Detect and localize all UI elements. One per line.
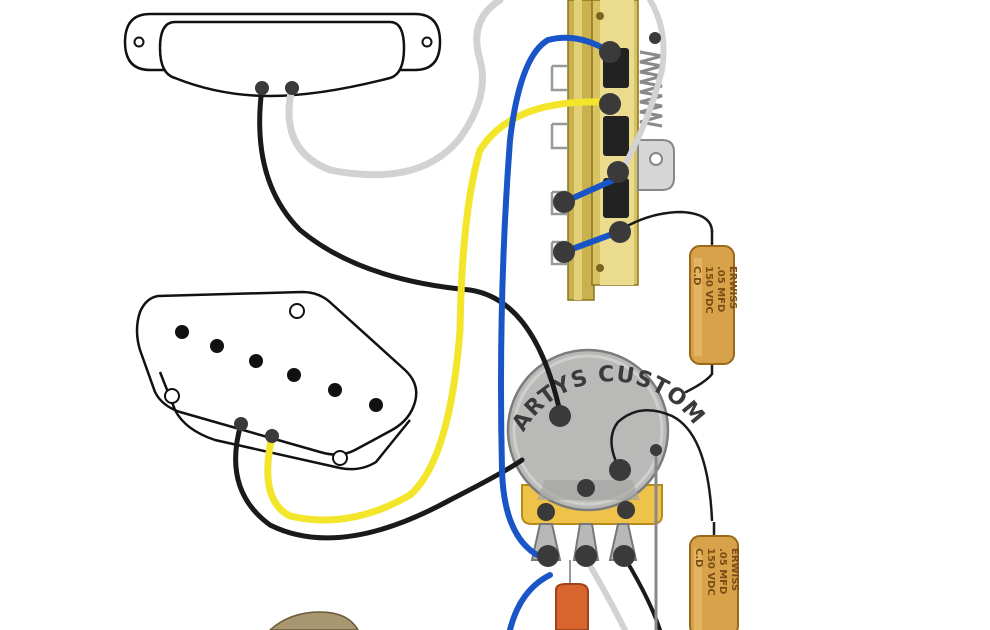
solder-switch-5 xyxy=(553,191,575,213)
capacitor-upper-line-4: C.D xyxy=(691,266,702,285)
solder-neck-2 xyxy=(285,81,299,95)
bridge-mount-hole-top xyxy=(289,303,305,319)
bridge-pole-pieces xyxy=(175,325,383,412)
solder-pot-tab-left xyxy=(537,503,555,521)
capacitor-lower-line-4: C.D xyxy=(693,548,704,567)
bridge-mount-hole-bottom xyxy=(332,450,348,466)
solder-pot-case xyxy=(549,405,571,427)
solder-lug-1 xyxy=(537,545,559,567)
neck-mount-hole-left xyxy=(133,36,145,48)
wire-black-cap-upper-low xyxy=(684,372,714,394)
solder-switch-6 xyxy=(553,241,575,263)
output-jack-edge xyxy=(268,611,359,630)
capacitor-lower-line-1: ERWISS xyxy=(729,548,740,591)
three-way-switch xyxy=(550,0,675,301)
solder-pot-tab-right xyxy=(617,501,635,519)
neck-mount-hole-right xyxy=(421,36,433,48)
solder-switch-2 xyxy=(599,93,621,115)
capacitor-upper-line-2: .05 MFD xyxy=(715,266,726,312)
capacitor-lower-line-3: 150 VDC xyxy=(705,548,716,596)
wire-black-bridge xyxy=(233,421,525,541)
wire-gray-neck xyxy=(285,0,504,179)
wire-black-tone xyxy=(610,409,714,522)
capacitor-upper-line-1: ERWISS xyxy=(727,266,738,309)
solder-pot-case-2 xyxy=(609,459,631,481)
wire-yellow xyxy=(264,98,604,524)
wire-gray-bottom xyxy=(585,559,628,630)
capacitor-lower: ERWISS .05 MFD 150 VDC C.D xyxy=(689,522,740,630)
solder-lug-2 xyxy=(575,545,597,567)
capacitor-lower-line-2: .05 MFD xyxy=(717,548,728,594)
capacitor-upper: ERWISS .05 MFD 150 VDC C.D xyxy=(689,230,738,374)
solder-switch-3 xyxy=(607,161,629,183)
wire-blue-bottom xyxy=(507,572,553,630)
bridge-mount-hole-left xyxy=(164,388,180,404)
solder-bridge-2 xyxy=(265,429,279,443)
ceramic-capacitor xyxy=(555,560,589,630)
solder-lug-3 xyxy=(613,545,635,567)
wire-black-cap-upper xyxy=(618,210,714,234)
neck-pickup xyxy=(123,12,442,98)
solder-switch-1 xyxy=(599,41,621,63)
bridge-pickup xyxy=(135,290,418,471)
solder-neck-1 xyxy=(255,81,269,95)
solder-bridge-1 xyxy=(234,417,248,431)
wire-black-neck xyxy=(257,85,563,415)
solder-switch-4 xyxy=(609,221,631,243)
solder-points xyxy=(234,32,662,567)
wire-black-bottom xyxy=(624,558,662,630)
wire-gray-switch xyxy=(615,0,667,181)
capacitor-upper-line-3: 150 VDC xyxy=(703,266,714,314)
solder-switch-top xyxy=(649,32,661,44)
solder-pot-case-3 xyxy=(577,479,595,497)
solder-pot-ground xyxy=(650,444,662,456)
wire-blue xyxy=(498,34,613,563)
